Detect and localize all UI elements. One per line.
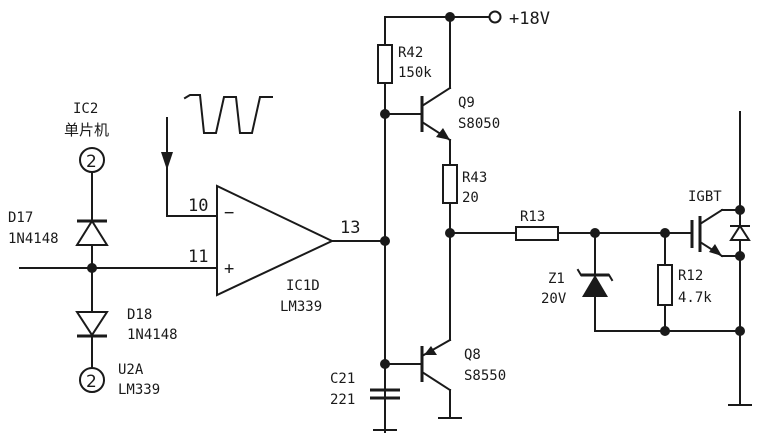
pin-10: 10 <box>188 196 208 216</box>
comparator-ic1d: 13 − + IC1D LM339 10 11 <box>19 184 390 315</box>
supply-rail: +18V <box>384 9 550 29</box>
igbt: IGBT <box>688 111 752 406</box>
ic2-name: 单片机 <box>64 121 109 139</box>
capacitor-c21: C21 221 <box>330 371 400 431</box>
u2a-pin: 2 <box>86 372 97 392</box>
square-wave-input <box>161 94 273 217</box>
junction-dot <box>380 236 390 246</box>
u2a-part: LM339 <box>118 382 160 398</box>
pin-13: 13 <box>340 218 360 238</box>
junction-dot <box>735 205 745 215</box>
ic1d-part: LM339 <box>280 299 322 315</box>
minus-sign: − <box>224 203 234 223</box>
c21-value: 221 <box>330 392 355 408</box>
q8-ref: Q8 <box>464 347 481 363</box>
resistor-r13: R13 <box>445 209 693 241</box>
ic1d-ref: IC1D <box>286 278 320 294</box>
u2a-pin-circle <box>79 367 105 393</box>
diode-chain: 2 IC2 单片机 D17 1N4148 D18 1N4148 2 U2A LM… <box>8 101 178 398</box>
resistor-r43: R43 20 <box>442 139 487 341</box>
d18-ref: D18 <box>127 307 152 323</box>
transistor-q8: Q8 S8550 <box>380 338 506 419</box>
resistor-r42: R42 150k <box>377 16 432 433</box>
ic2-ref: IC2 <box>73 101 98 117</box>
ic2-pin: 2 <box>86 152 97 172</box>
plus-sign: + <box>224 259 234 279</box>
q8-part: S8550 <box>464 368 506 384</box>
u2a-ref: U2A <box>118 362 144 378</box>
r12-value: 4.7k <box>678 290 712 306</box>
d17-ref: D17 <box>8 210 33 226</box>
r42-ref: R42 <box>398 45 423 61</box>
r43-ref: R43 <box>462 170 487 186</box>
supply-terminal <box>488 10 502 24</box>
z1-ref: Z1 <box>548 271 565 287</box>
supply-label: +18V <box>509 9 550 29</box>
zener-z1: Z1 20V <box>541 228 614 332</box>
q9-part: S8050 <box>458 116 500 132</box>
r13-ref: R13 <box>520 209 545 225</box>
d17-part: 1N4148 <box>8 231 59 247</box>
c21-ref: C21 <box>330 371 355 387</box>
pin-11: 11 <box>188 247 208 267</box>
junction-dot <box>87 263 97 273</box>
igbt-label: IGBT <box>688 189 722 205</box>
z1-value: 20V <box>541 291 567 307</box>
d18-part: 1N4148 <box>127 327 178 343</box>
r42-value: 150k <box>398 65 432 81</box>
junction-dot <box>735 251 745 261</box>
transistor-q9: Q9 S8050 <box>380 16 500 142</box>
q9-ref: Q9 <box>458 95 475 111</box>
r12-ref: R12 <box>678 268 703 284</box>
r43-value: 20 <box>462 190 479 206</box>
resistor-r12: R12 4.7k <box>657 228 712 336</box>
